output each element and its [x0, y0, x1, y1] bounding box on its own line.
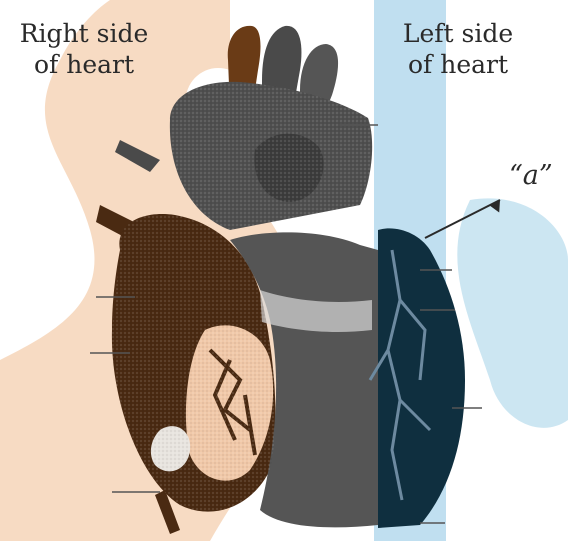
left-side-label-line1: Left side — [388, 18, 528, 49]
texture-top — [170, 82, 372, 230]
left-side-label: Left side of heart — [388, 18, 528, 80]
right-side-label: Right side of heart — [4, 18, 164, 80]
left-side-label-line2: of heart — [388, 49, 528, 80]
right-side-label-line2: of heart — [4, 49, 164, 80]
blue-watermark-curve — [457, 198, 568, 427]
right-side-label-line1: Right side — [4, 18, 164, 49]
marker-a-label: “a” — [509, 160, 553, 191]
